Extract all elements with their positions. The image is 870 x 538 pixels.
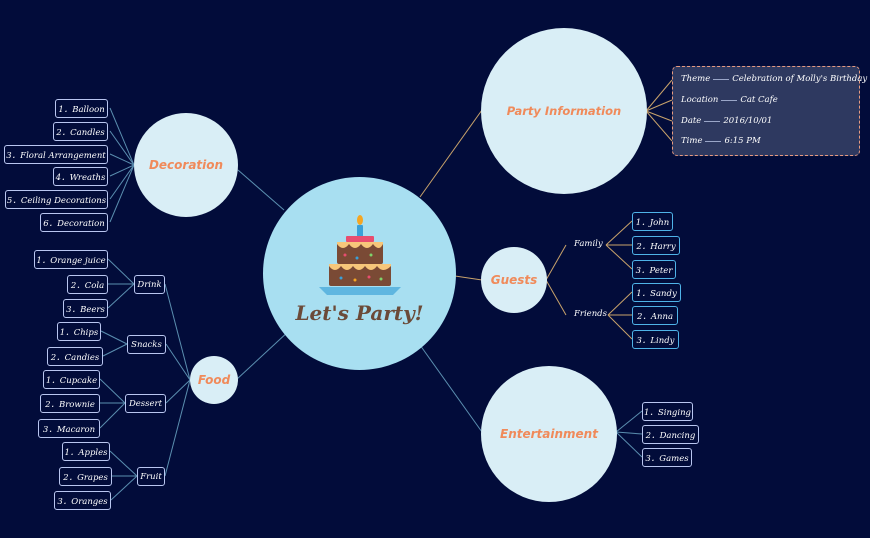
snacks-item[interactable]: 1．Chips: [57, 322, 101, 341]
friends-item[interactable]: 1．Sandy: [632, 283, 681, 302]
decoration-item[interactable]: 1．Balloon: [55, 99, 108, 118]
party-info-panel[interactable]: Theme Celebration of Molly's Birthday Loc…: [672, 66, 867, 156]
food-dessert[interactable]: Dessert: [125, 394, 166, 413]
party-info-key: Location: [681, 95, 719, 105]
party-info-theme: Theme Celebration of Molly's Birthday: [681, 74, 867, 84]
central-topic[interactable]: Let's Party!: [263, 177, 456, 370]
drink-item[interactable]: 2．Cola: [67, 275, 108, 294]
food-snacks[interactable]: Snacks: [127, 335, 166, 354]
party-info-key: Time: [681, 136, 703, 146]
food-drink[interactable]: Drink: [134, 275, 165, 294]
dessert-item[interactable]: 2．Brownie: [40, 394, 100, 413]
family-item[interactable]: 3．Peter: [632, 260, 676, 279]
birthday-cake-icon: [319, 215, 401, 295]
entertainment-item[interactable]: 1．Singing: [642, 402, 693, 421]
fruit-item[interactable]: 2．Grapes: [59, 467, 112, 486]
family-item[interactable]: 2．Harry: [632, 236, 680, 255]
friends-item[interactable]: 2．Anna: [632, 306, 678, 325]
party-info-value: 2016/10/01: [723, 116, 773, 126]
topic-party-information[interactable]: Party Information: [481, 28, 647, 194]
decoration-item[interactable]: 3．Floral Arrangement: [4, 145, 108, 164]
party-info-value: 6:15 PM: [724, 136, 761, 146]
entertainment-item[interactable]: 3．Games: [642, 448, 692, 467]
topic-guests[interactable]: Guests: [481, 247, 547, 313]
fruit-item[interactable]: 1．Apples: [62, 442, 110, 461]
party-info-date: Date 2016/10/01: [681, 116, 772, 126]
decoration-item[interactable]: 2．Candles: [53, 122, 108, 141]
topic-decoration[interactable]: Decoration: [134, 113, 238, 217]
topic-entertainment[interactable]: Entertainment: [481, 366, 617, 502]
drink-item[interactable]: 3．Beers: [63, 299, 108, 318]
snacks-item[interactable]: 2．Candies: [47, 347, 103, 366]
guests-family-label[interactable]: Family: [574, 239, 603, 249]
entertainment-item[interactable]: 2．Dancing: [642, 425, 699, 444]
guests-friends-label[interactable]: Friends: [574, 309, 607, 319]
party-info-value: Cat Cafe: [740, 95, 778, 105]
party-info-key: Theme: [681, 74, 711, 84]
decoration-item[interactable]: 6．Decoration: [40, 213, 108, 232]
party-info-key: Date: [681, 116, 702, 126]
party-info-value: Celebration of Molly's Birthday: [732, 74, 868, 84]
family-item[interactable]: 1．John: [632, 212, 673, 231]
party-info-time: Time 6:15 PM: [681, 136, 761, 146]
fruit-item[interactable]: 3．Oranges: [54, 491, 111, 510]
dessert-item[interactable]: 3．Macaron: [38, 419, 100, 438]
drink-item[interactable]: 1．Orange juice: [34, 250, 108, 269]
friends-item[interactable]: 3．Lindy: [632, 330, 679, 349]
party-info-location: Location Cat Cafe: [681, 95, 778, 105]
topic-food[interactable]: Food: [190, 356, 238, 404]
central-topic-title: Let's Party!: [295, 301, 424, 325]
food-fruit[interactable]: Fruit: [137, 467, 165, 486]
dessert-item[interactable]: 1．Cupcake: [43, 370, 100, 389]
decoration-item[interactable]: 5．Ceiling Decorations: [5, 190, 108, 209]
decoration-item[interactable]: 4．Wreaths: [53, 167, 108, 186]
